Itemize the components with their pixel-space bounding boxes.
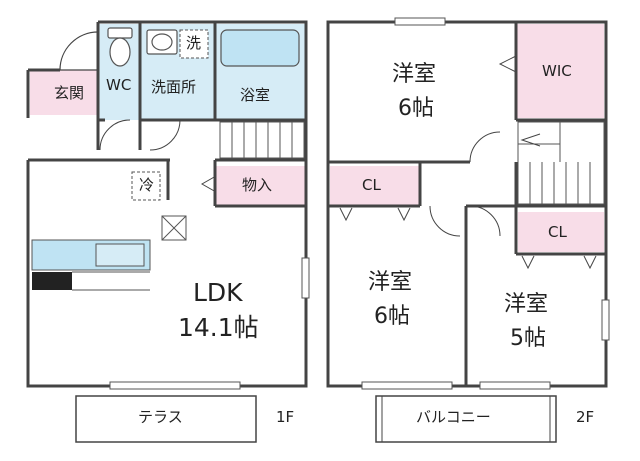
cl-fill-2 (518, 212, 604, 252)
closet-doors (339, 207, 597, 270)
balcony (375, 395, 557, 443)
room-a-size-label: 6帖 (398, 96, 434, 121)
wash-basin (146, 29, 178, 55)
ventilation-mark (161, 215, 187, 241)
room-c-window-b (479, 381, 551, 390)
bathroom-label: 浴室 (240, 86, 271, 104)
wc-label: WC (106, 76, 132, 94)
fridge-spot (131, 171, 161, 201)
room-a-door (469, 131, 501, 163)
room-c-window (601, 299, 610, 341)
monoire-label: 物入 (242, 176, 273, 194)
room-c-size-label: 5帖 (510, 326, 546, 351)
toilet-fixture (107, 27, 133, 67)
floor1-walls (26, 20, 308, 388)
ldk-window-right (301, 257, 310, 299)
wic-label: WIC (542, 62, 572, 80)
terrace-label: テラス (138, 408, 183, 426)
entrance-door (59, 31, 99, 71)
ldk-size-label: 14.1帖 (178, 313, 259, 342)
ldk-window-bottom (109, 381, 241, 390)
room-b-door (429, 205, 461, 237)
room-a-name-label: 洋室 (392, 62, 437, 87)
room-b-name-label: 洋室 (368, 270, 413, 295)
kitchen-stove (32, 272, 72, 290)
washroom-door (149, 119, 181, 151)
floor2-stairs (517, 121, 605, 205)
floor1-label: 1F (276, 408, 295, 426)
monoire-fill (216, 166, 306, 206)
cl-label-1: CL (362, 176, 381, 194)
ldk-name-label: LDK (193, 278, 243, 307)
cl-fill-1 (330, 166, 420, 206)
genkan-label: 玄関 (54, 84, 85, 102)
genkan-fill (30, 70, 98, 115)
floor1-stairs (219, 121, 305, 159)
kitchen-sink (95, 243, 145, 267)
washer-spot (179, 29, 209, 59)
wc-door (99, 119, 131, 151)
room-a-window (394, 17, 446, 26)
terrace (75, 395, 257, 443)
room-c-door (469, 205, 501, 237)
washer-label: 洗 (186, 34, 202, 52)
cl-label-2: CL (548, 223, 567, 241)
washroom-label: 洗面所 (151, 78, 197, 96)
floor2-label: 2F (576, 408, 595, 426)
fridge-label: 冷 (139, 176, 155, 194)
room-b-size-label: 6帖 (374, 304, 410, 329)
floor2-walls (326, 20, 608, 388)
room-c-name-label: 洋室 (504, 292, 549, 317)
bathtub (220, 29, 300, 67)
balcony-label: バルコニー (416, 408, 491, 426)
room-b-window (361, 381, 453, 390)
wic-fill (516, 24, 604, 118)
